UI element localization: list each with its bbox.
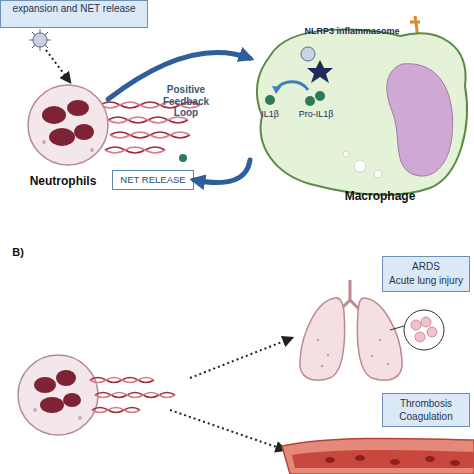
lungs-illustration xyxy=(300,280,444,380)
feedback-arrow xyxy=(108,52,250,99)
panel-label: B) xyxy=(3,246,33,259)
node-text: Neutrophils xyxy=(18,175,108,189)
node-text: Macrophage xyxy=(320,190,440,204)
infection-arrow xyxy=(46,50,70,82)
process-box: NET RELEASE xyxy=(112,170,194,190)
effect-arrow xyxy=(190,338,292,378)
node-text: ARDS xyxy=(383,261,469,273)
feedback-arrow xyxy=(194,160,250,183)
macrophage-outline xyxy=(250,16,474,208)
neutrophil-cell: Neutrophils xyxy=(18,82,108,197)
node-text: NET RELEASE xyxy=(113,175,193,186)
net-strands xyxy=(90,378,175,413)
node-text: NLRP3 inflammasome xyxy=(302,26,402,36)
node-text: IL1β xyxy=(250,109,290,119)
blood-vessel xyxy=(282,438,474,474)
macrophage-cell: NLRP3 inflammasomeIL1βPro-IL1βMacrophage xyxy=(250,16,474,208)
node-text: Pro-IL1β xyxy=(290,109,342,119)
virus-icon xyxy=(29,29,51,51)
node-text: Acute lung injury xyxy=(383,275,469,287)
text-box: expansion and NET release xyxy=(0,0,148,28)
annotation-label: Positive Feedback Loop xyxy=(150,84,222,119)
outcome-box: ThrombosisCoagulation xyxy=(382,393,470,427)
node-text: Coagulation xyxy=(383,411,469,423)
cytokine-ball xyxy=(179,154,187,162)
node-text: expansion and NET release xyxy=(3,3,145,15)
outcome-box: ARDS Acute lung injury xyxy=(382,256,470,292)
effect-arrow xyxy=(170,410,285,450)
node-text: Thrombosis xyxy=(383,398,469,410)
neutrophil-cell xyxy=(18,355,98,435)
